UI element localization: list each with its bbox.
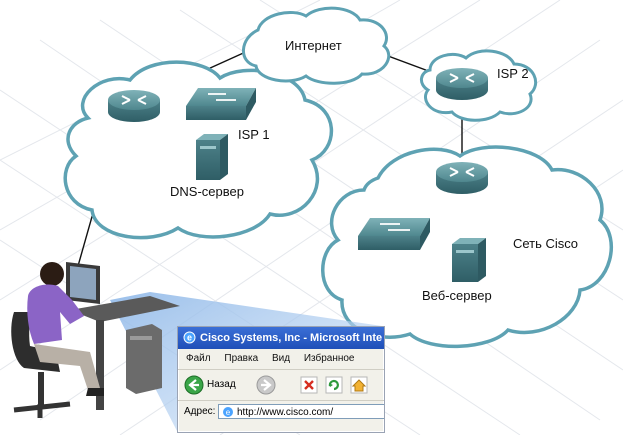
router-icon	[436, 162, 488, 194]
browser-title-bar: e Cisco Systems, Inc - Microsoft Inte	[178, 327, 384, 349]
browser-window: e Cisco Systems, Inc - Microsoft Inte Фа…	[177, 326, 385, 433]
browser-title: Cisco Systems, Inc - Microsoft Inte	[200, 332, 383, 344]
server-icon	[196, 134, 228, 180]
forward-arrow-icon[interactable]	[256, 375, 276, 395]
browser-menu-bar: Файл Правка Вид Избранное	[178, 349, 384, 370]
address-label: Адрес:	[184, 406, 216, 417]
user-workstation-icon	[11, 262, 180, 418]
menu-view[interactable]: Вид	[271, 353, 291, 364]
svg-text:e: e	[187, 333, 192, 343]
server-icon	[452, 238, 486, 282]
label-internet: Интернет	[285, 38, 342, 53]
label-web-server: Веб-сервер	[422, 288, 492, 303]
stop-icon[interactable]	[299, 375, 319, 395]
menu-file[interactable]: Файл	[186, 353, 211, 364]
label-isp1: ISP 1	[238, 127, 270, 142]
menu-edit[interactable]: Правка	[224, 353, 259, 364]
label-cisco-network: Сеть Cisco	[513, 236, 579, 251]
router-icon	[108, 90, 160, 122]
address-input[interactable]: e http://www.cisco.com/	[218, 404, 384, 419]
switch-icon	[358, 218, 430, 250]
cloud-internet	[242, 6, 391, 85]
page-icon: e	[223, 407, 233, 417]
svg-text:e: e	[226, 408, 231, 417]
back-button-label[interactable]: Назад	[207, 379, 236, 390]
address-bar: Адрес: e http://www.cisco.com/	[178, 401, 384, 423]
label-dns-server: DNS-сервер	[170, 184, 244, 199]
address-value: http://www.cisco.com/	[237, 407, 334, 418]
label-isp2: ISP 2	[497, 66, 529, 81]
router-icon	[436, 68, 488, 100]
home-icon[interactable]	[349, 375, 369, 395]
browser-toolbar: Назад	[178, 370, 384, 401]
refresh-icon[interactable]	[324, 375, 344, 395]
back-arrow-icon[interactable]	[184, 375, 204, 395]
switch-icon	[186, 88, 256, 120]
menu-favorites[interactable]: Избранное	[303, 353, 355, 364]
ie-icon: e	[183, 331, 196, 344]
